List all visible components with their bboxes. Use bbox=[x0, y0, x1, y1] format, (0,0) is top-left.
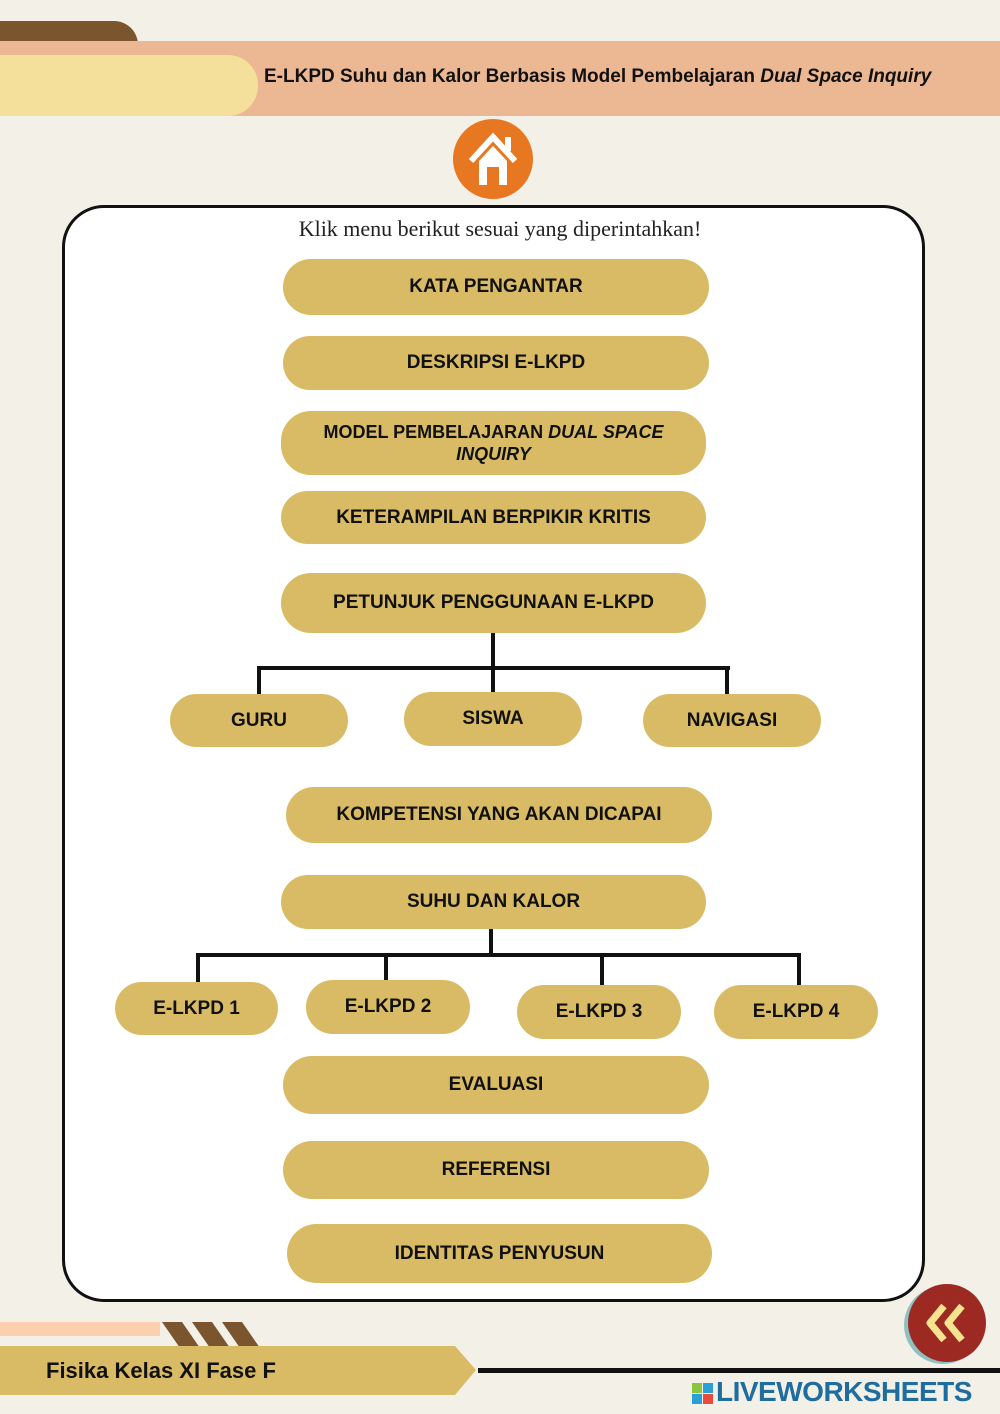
connector bbox=[196, 953, 200, 983]
kompetensi-button[interactable]: KOMPETENSI YANG AKAN DICAPAI bbox=[286, 787, 712, 843]
header-yellow-tab bbox=[0, 55, 258, 116]
home-icon bbox=[468, 132, 518, 185]
siswa-button[interactable]: SISWA bbox=[404, 692, 582, 746]
liveworksheets-logo: LIVEWORKSHEETS bbox=[692, 1376, 972, 1408]
suhu-kalor-button[interactable]: SUHU DAN KALOR bbox=[281, 875, 706, 929]
connector bbox=[489, 925, 493, 955]
elkpd3-button[interactable]: E-LKPD 3 bbox=[517, 985, 681, 1039]
kata-pengantar-button[interactable]: KATA PENGANTAR bbox=[283, 259, 709, 315]
referensi-button[interactable]: REFERENSI bbox=[283, 1141, 709, 1199]
guru-button[interactable]: GURU bbox=[170, 694, 348, 747]
back-button[interactable] bbox=[908, 1284, 986, 1362]
footer-peach-stripe bbox=[0, 1322, 160, 1336]
double-chevron-left-icon bbox=[926, 1303, 965, 1343]
connector bbox=[600, 953, 604, 985]
deskripsi-button[interactable]: DESKRIPSI E-LKPD bbox=[283, 336, 709, 390]
footer-label: Fisika Kelas XI Fase F bbox=[46, 1358, 276, 1383]
connector bbox=[491, 633, 495, 693]
petunjuk-button[interactable]: PETUNJUK PENGGUNAAN E-LKPD bbox=[281, 573, 706, 633]
home-button[interactable] bbox=[453, 119, 533, 199]
footer-label-bg bbox=[0, 1346, 476, 1395]
model-pembelajaran-button[interactable]: MODEL PEMBELAJARAN DUAL SPACE INQUIRY bbox=[281, 411, 706, 475]
connector bbox=[196, 953, 801, 957]
connector bbox=[257, 666, 261, 694]
identitas-button[interactable]: IDENTITAS PENYUSUN bbox=[287, 1224, 712, 1283]
elkpd4-button[interactable]: E-LKPD 4 bbox=[714, 985, 878, 1039]
elkpd2-button[interactable]: E-LKPD 2 bbox=[306, 980, 470, 1034]
elkpd1-button[interactable]: E-LKPD 1 bbox=[115, 982, 278, 1035]
evaluasi-button[interactable]: EVALUASI bbox=[283, 1056, 709, 1114]
connector bbox=[384, 953, 388, 981]
live-badge-icon bbox=[692, 1383, 713, 1405]
navigasi-button[interactable]: NAVIGASI bbox=[643, 694, 821, 747]
keterampilan-button[interactable]: KETERAMPILAN BERPIKIR KRITIS bbox=[281, 491, 706, 544]
connector bbox=[257, 666, 730, 670]
connector bbox=[797, 953, 801, 985]
connector bbox=[725, 666, 729, 694]
header-title: E-LKPD Suhu dan Kalor Berbasis Model Pem… bbox=[264, 66, 932, 87]
footer-stripes bbox=[162, 1322, 260, 1348]
footer-line bbox=[478, 1368, 1000, 1373]
instruction-text: Klik menu berikut sesuai yang diperintah… bbox=[298, 216, 702, 241]
